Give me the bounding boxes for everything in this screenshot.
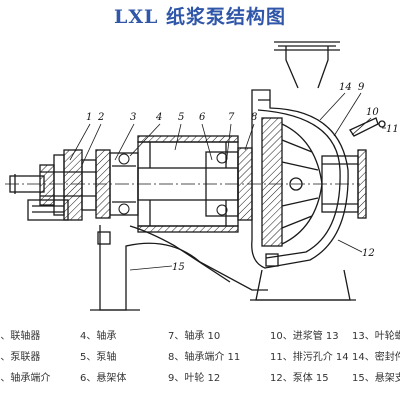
callout-label: 8 (251, 112, 257, 123)
callout-label: 11 (386, 124, 399, 135)
pump-feet (250, 253, 356, 301)
callout-label: 12 (362, 248, 375, 259)
rear-bearing-housing (205, 147, 253, 221)
legend-item: 1、联轴器 (0, 331, 41, 342)
legend-item: 15、悬架支架 (352, 373, 400, 384)
impeller (261, 117, 323, 247)
callout-label: 2 (97, 112, 104, 123)
legend-item: 7、轴承 10 (168, 331, 221, 342)
callout-label: 10 (366, 107, 379, 118)
legend-item: 5、泵轴 (80, 352, 117, 363)
bearing-frame (137, 135, 239, 233)
callout-label: 1 (86, 112, 92, 123)
callout-label: 15 (172, 262, 185, 273)
legend-item: 8、轴承端介 11 (168, 352, 241, 363)
callout-label: 3 (130, 112, 136, 123)
leader-lines (69, 92, 386, 271)
callout-label: 4 (155, 112, 162, 123)
legend-item: 11、排污孔介 14 (270, 352, 349, 363)
page-title: LXL 纸浆泵结构图 (113, 6, 287, 28)
callout-label: 5 (178, 112, 184, 123)
front-bearing-housing (95, 149, 139, 219)
legend-item: 13、叶轮螺母 (352, 331, 400, 342)
legend-item: 4、轴承 (80, 331, 117, 342)
legend-item: 3、轴承端介 (0, 373, 51, 384)
callout-label: 6 (199, 112, 206, 123)
legend-item: 6、悬架体 (80, 373, 127, 384)
legend-item: 9、叶轮 12 (168, 373, 221, 384)
callout-label: 7 (228, 112, 235, 123)
legend-item: 12、泵体 15 (270, 373, 329, 384)
legend-item: 10、进浆管 13 (270, 331, 339, 342)
frame-support (90, 225, 268, 311)
discharge-outlet (274, 41, 340, 89)
pump-casing (251, 89, 349, 269)
legend-item: 2、泵联器 (0, 352, 41, 363)
legend-item: 14、密封件 (352, 352, 400, 363)
coupling (27, 149, 97, 221)
callout-label: 14 (339, 82, 352, 93)
suction-inlet (321, 149, 367, 219)
callout-label: 9 (358, 82, 365, 93)
